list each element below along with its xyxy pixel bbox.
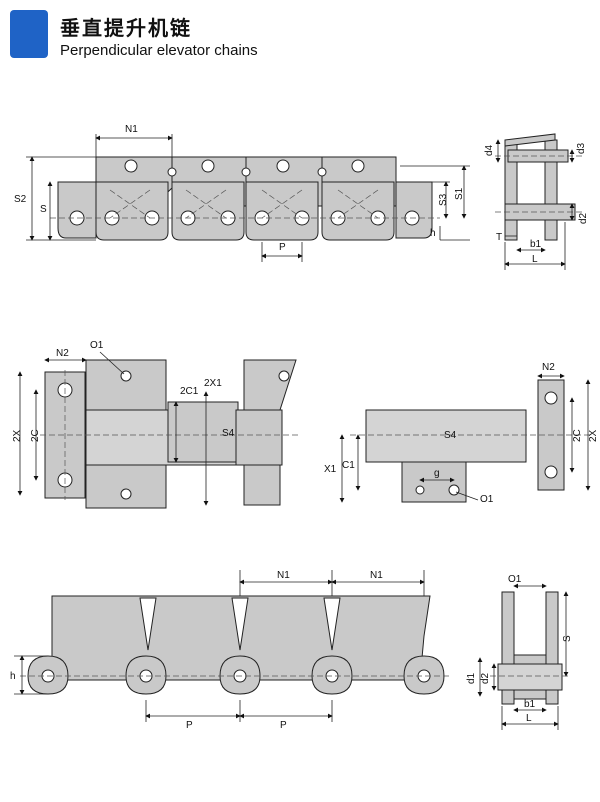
drawing-section-view-1 <box>495 133 585 270</box>
label-b1-b: b1 <box>524 699 536 710</box>
label-t: T <box>496 232 502 243</box>
label-s1: S1 <box>454 187 465 200</box>
label-d4: d4 <box>484 144 495 156</box>
label-p-b: P <box>186 720 193 731</box>
label-2c1: 2C1 <box>180 386 199 397</box>
brand-badge <box>10 10 48 58</box>
label-n2: N2 <box>56 348 69 359</box>
header: 垂直提升机链 Perpendicular elevator chains <box>0 0 600 70</box>
label-l-b: L <box>526 713 532 724</box>
label-h-b: h <box>10 671 16 682</box>
label-2c-b: 2C <box>572 429 583 442</box>
label-2c: 2C <box>30 429 41 442</box>
drawing-attachment-view-2 <box>339 373 591 503</box>
chain-link-body <box>245 181 319 241</box>
label-d1: d1 <box>466 672 477 684</box>
label-o1-b: O1 <box>480 494 494 505</box>
label-n1: N1 <box>125 124 138 135</box>
page-title-cn: 垂直提升机链 <box>60 18 192 40</box>
label-2x: 2X <box>12 429 23 442</box>
page-title-en: Perpendicular elevator chains <box>60 42 258 59</box>
label-g: g <box>434 468 440 479</box>
chain-link-body <box>95 181 169 241</box>
label-s4-b: S4 <box>444 430 457 441</box>
label-l: L <box>532 254 538 265</box>
label-p-c: P <box>280 720 287 731</box>
label-2x-b: 2X <box>588 429 599 442</box>
drawing-side-view-1 <box>26 134 470 262</box>
label-c1: C1 <box>342 460 355 471</box>
label-s-b: S <box>562 635 573 642</box>
drawing-side-view-2 <box>14 570 452 722</box>
label-o1-c: O1 <box>508 574 522 585</box>
chain-link-body <box>57 181 97 239</box>
label-s: S <box>40 204 47 215</box>
label-s4: S4 <box>222 428 235 439</box>
label-h: h <box>430 228 436 239</box>
label-n1-b: N1 <box>277 570 290 581</box>
drawing-attachment-view-1 <box>17 351 300 509</box>
label-n1-c: N1 <box>370 570 383 581</box>
label-d3: d3 <box>576 142 587 154</box>
label-d2: d2 <box>578 212 589 224</box>
label-s3: S3 <box>438 193 449 206</box>
label-p: P <box>279 242 286 253</box>
chain-link-body <box>395 181 433 239</box>
chain-link-body <box>321 181 395 241</box>
drawing-section-view-2 <box>477 583 570 730</box>
label-d2-b: d2 <box>480 672 491 684</box>
label-n2-b: N2 <box>542 362 555 373</box>
label-b1: b1 <box>530 239 542 250</box>
chain-link-body <box>171 181 245 241</box>
label-s2: S2 <box>14 194 27 205</box>
label-o1: O1 <box>90 340 104 351</box>
label-2x1: 2X1 <box>204 378 222 389</box>
label-x1: X1 <box>324 464 337 475</box>
